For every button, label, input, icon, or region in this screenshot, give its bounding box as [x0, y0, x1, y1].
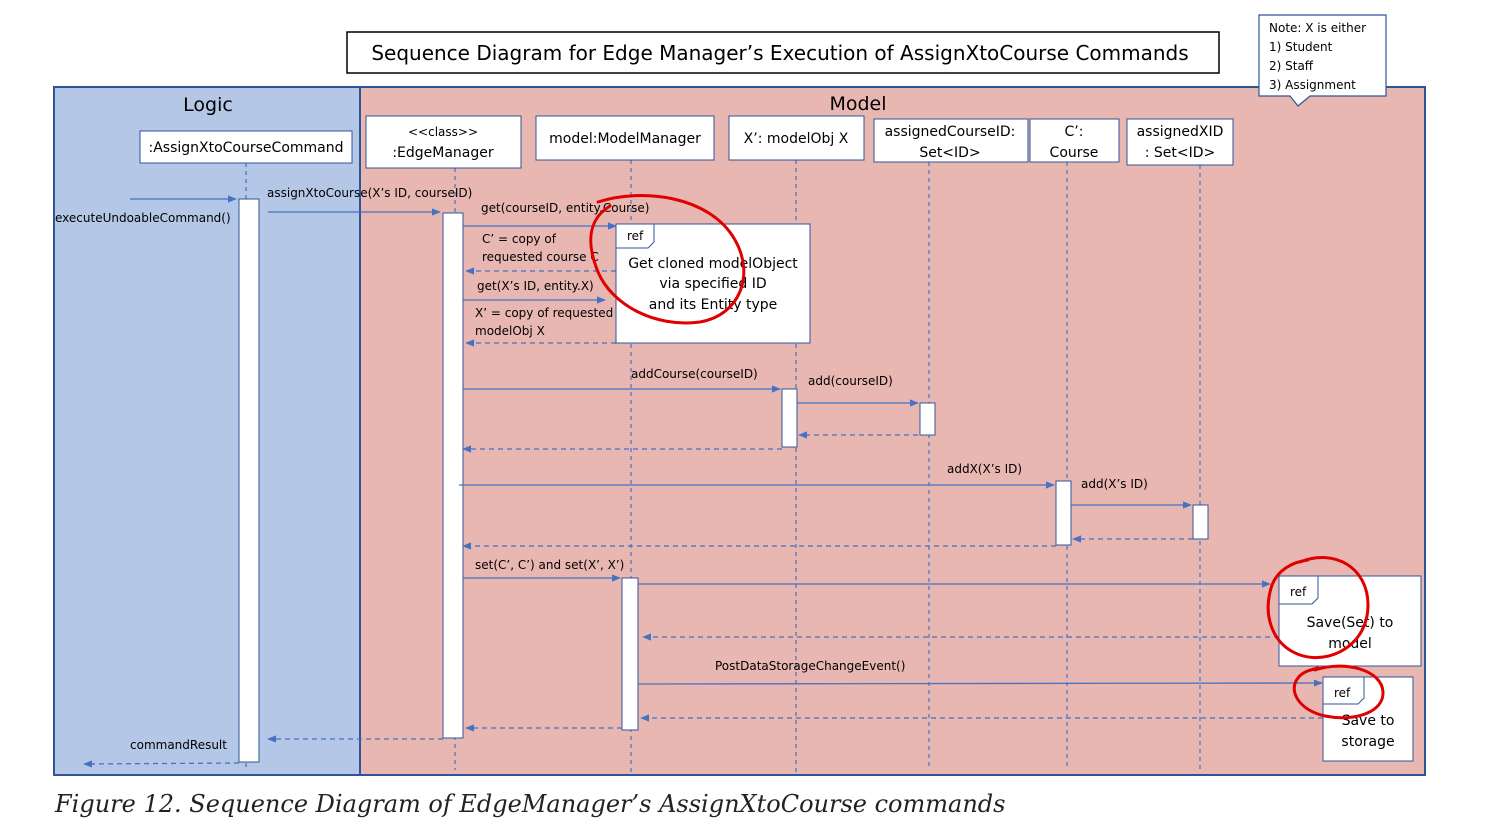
ref-frame-save-set: ref Save(Set) to model: [1278, 575, 1422, 667]
lifeline-header-assigned-course-id: assignedCourseID: Set<ID>: [873, 118, 1029, 163]
msg-copy-x-line1: X’ = copy of requested: [475, 306, 613, 320]
msg-add: add(courseID): [808, 374, 893, 388]
note-line: 1) Student: [1269, 40, 1333, 54]
msg-execute: executeUndoableCommand(): [55, 211, 231, 225]
ref-text: Save to: [1342, 713, 1395, 729]
lifeline-label: X’: modelObj X: [744, 131, 849, 147]
activation-assigned-course-id: [919, 402, 936, 436]
model-region: [359, 86, 1426, 776]
lifeline-label: : Set<ID>: [1145, 145, 1216, 161]
activation-xobj: [781, 388, 798, 448]
logic-region: [53, 86, 361, 776]
msg-assign: assignXtoCourse(X’s ID, courseID): [267, 186, 472, 200]
note-line: 3) Assignment: [1269, 78, 1356, 92]
note-line: 2) Staff: [1269, 59, 1314, 73]
lifeline-header-cmd: :AssignXtoCourseCommand: [139, 130, 353, 164]
msg-add-course: addCourse(courseID): [631, 367, 758, 381]
ref-frame-get-cloned: ref Get cloned modelObject via specified…: [615, 223, 811, 344]
diagram-title: Sequence Diagram for Edge Manager’s Exec…: [371, 41, 1188, 65]
msg-get-course: get(courseID, entity.Course): [481, 201, 649, 215]
ref-text: storage: [1341, 734, 1394, 750]
lifeline-label: Course: [1050, 145, 1099, 161]
lifeline-label: assignedCourseID:: [885, 124, 1016, 140]
ref-text: Save(Set) to: [1307, 615, 1394, 631]
lifeline-label: :AssignXtoCourseCommand: [148, 140, 343, 156]
ref-tag: ref: [1334, 686, 1351, 700]
msg-set: set(C’, C’) and set(X’, X’): [475, 558, 624, 572]
ref-text: via specified ID: [659, 276, 766, 292]
return-command-result: [83, 760, 240, 768]
lifeline-label: <<class>>: [408, 125, 478, 139]
model-region-label: Model: [829, 93, 886, 115]
lifeline-label: C’:: [1065, 124, 1084, 140]
msg-add-xid: add(X’s ID): [1081, 477, 1148, 491]
msg-command-result: commandResult: [130, 738, 227, 752]
lifeline-header-model: model:ModelManager: [535, 115, 715, 161]
msg-get-x: get(X’s ID, entity.X): [477, 279, 594, 293]
arrow-post-event: [637, 679, 1323, 687]
ref-tag: ref: [627, 229, 644, 243]
annotation-circles: [589, 194, 1385, 720]
diagram-title-box: [346, 31, 1220, 74]
activation-model: [621, 577, 639, 731]
msg-add-x: addX(X’s ID): [947, 462, 1022, 476]
activation-course: [1055, 480, 1072, 546]
note: Note: X is either 1) Student 2) Staff 3)…: [1258, 14, 1387, 107]
lifeline-header-course: C’: Course: [1029, 118, 1120, 163]
lifeline-label: Set<ID>: [919, 145, 980, 161]
lifeline-label: assignedXID: [1137, 124, 1224, 140]
msg-copy-c-line1: C’ = copy of: [482, 232, 557, 246]
lifeline-label: model:ModelManager: [549, 131, 701, 147]
activation-assigned-x-id: [1192, 504, 1209, 540]
msg-copy-c-line2: requested course C: [482, 250, 599, 264]
annotation-circle-ref-1: [589, 194, 746, 325]
lifeline-header-edge: <<class>> :EdgeManager: [365, 115, 522, 169]
msg-copy-x-line2: modelObj X: [475, 324, 545, 338]
lifeline-header-assigned-x-id: assignedXID : Set<ID>: [1126, 118, 1234, 166]
figure-caption: Figure 12. Sequence Diagram of EdgeManag…: [55, 790, 1006, 818]
lifeline-header-xobj: X’: modelObj X: [728, 115, 865, 161]
ref-text: Get cloned modelObject: [628, 256, 798, 272]
note-line: Note: X is either: [1269, 21, 1366, 35]
annotation-circle-ref-3: [1292, 664, 1385, 720]
activation-edge: [442, 212, 464, 739]
activation-cmd: [238, 198, 260, 763]
annotation-circle-ref-2: [1266, 556, 1370, 660]
lifeline-label: :EdgeManager: [392, 145, 494, 161]
ref-tag: ref: [1290, 585, 1307, 599]
ref-text: and its Entity type: [649, 297, 778, 313]
logic-region-label: Logic: [183, 94, 233, 116]
msg-post-event: PostDataStorageChangeEvent(): [715, 659, 905, 673]
